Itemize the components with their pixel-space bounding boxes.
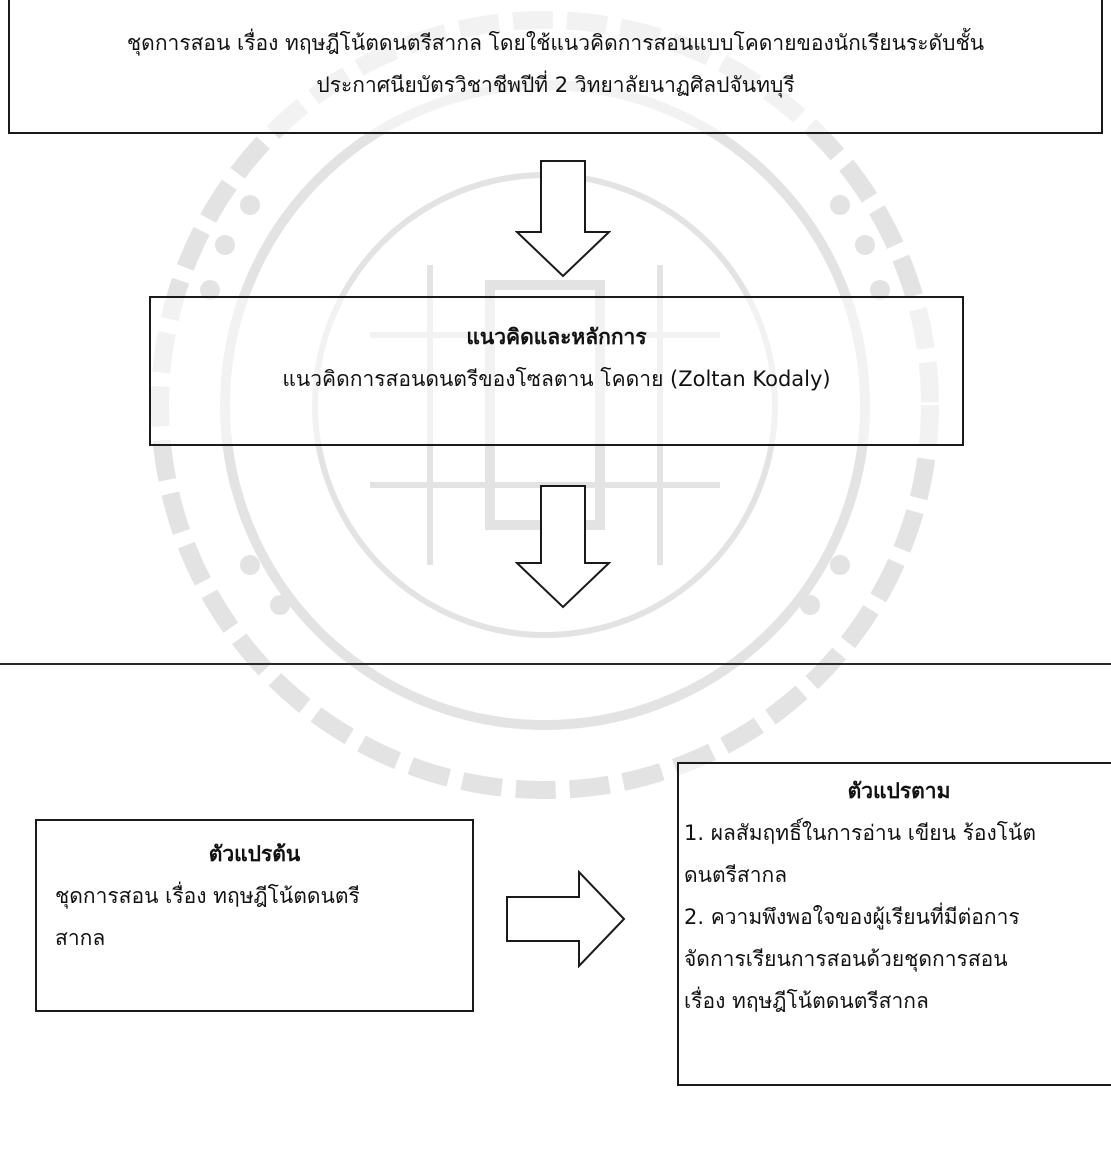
independent-variable-line: สากล	[55, 926, 106, 950]
dependent-variable-line: เรื่อง ทฤษฎีโน้ตดนตรีสากล	[684, 989, 929, 1013]
dependent-variable-line: ดนตรีสากล	[684, 863, 788, 887]
independent-variable-title: ตัวแปรต้น	[208, 842, 301, 866]
dependent-variable-title: ตัวแปรตาม	[847, 779, 951, 803]
dependent-variable-line: 1. ผลสัมฤทธิ์ในการอ่าน เขียน ร้องโน้ต	[684, 821, 1037, 845]
title-line-1: ชุดการสอน เรื่อง ทฤษฎีโน้ตดนตรีสากล โดยใ…	[126, 31, 985, 55]
concept-box: แนวคิดและหลักการ แนวคิดการสอนดนตรีของโซล…	[149, 296, 964, 446]
concept-title: แนวคิดและหลักการ	[466, 325, 647, 349]
concept-text: แนวคิดการสอนดนตรีของโซลตาน โคดาย (Zoltan…	[282, 367, 831, 391]
down-arrow-icon	[515, 485, 611, 609]
down-arrow-icon	[515, 160, 611, 278]
title-line-2: ประกาศนียบัตรวิชาชีพปีที่ 2 วิทยาลัยนาฏศ…	[316, 73, 795, 97]
dependent-variable-line: จัดการเรียนการสอนด้วยชุดการสอน	[684, 947, 1008, 971]
title-box: ชุดการสอน เรื่อง ทฤษฎีโน้ตดนตรีสากล โดยใ…	[8, 0, 1103, 134]
dependent-variable-line: 2. ความพึงพอใจของผู้เรียนที่มีต่อการ	[684, 905, 1020, 929]
right-arrow-icon	[506, 870, 626, 968]
page-divider	[0, 663, 1111, 665]
independent-variable-line: ชุดการสอน เรื่อง ทฤษฎีโน้ตดนตรี	[55, 884, 360, 908]
dependent-variable-box: ตัวแปรตาม 1. ผลสัมฤทธิ์ในการอ่าน เขียน ร…	[677, 762, 1111, 1086]
independent-variable-box: ตัวแปรต้น ชุดการสอน เรื่อง ทฤษฎีโน้ตดนตร…	[35, 819, 474, 1012]
